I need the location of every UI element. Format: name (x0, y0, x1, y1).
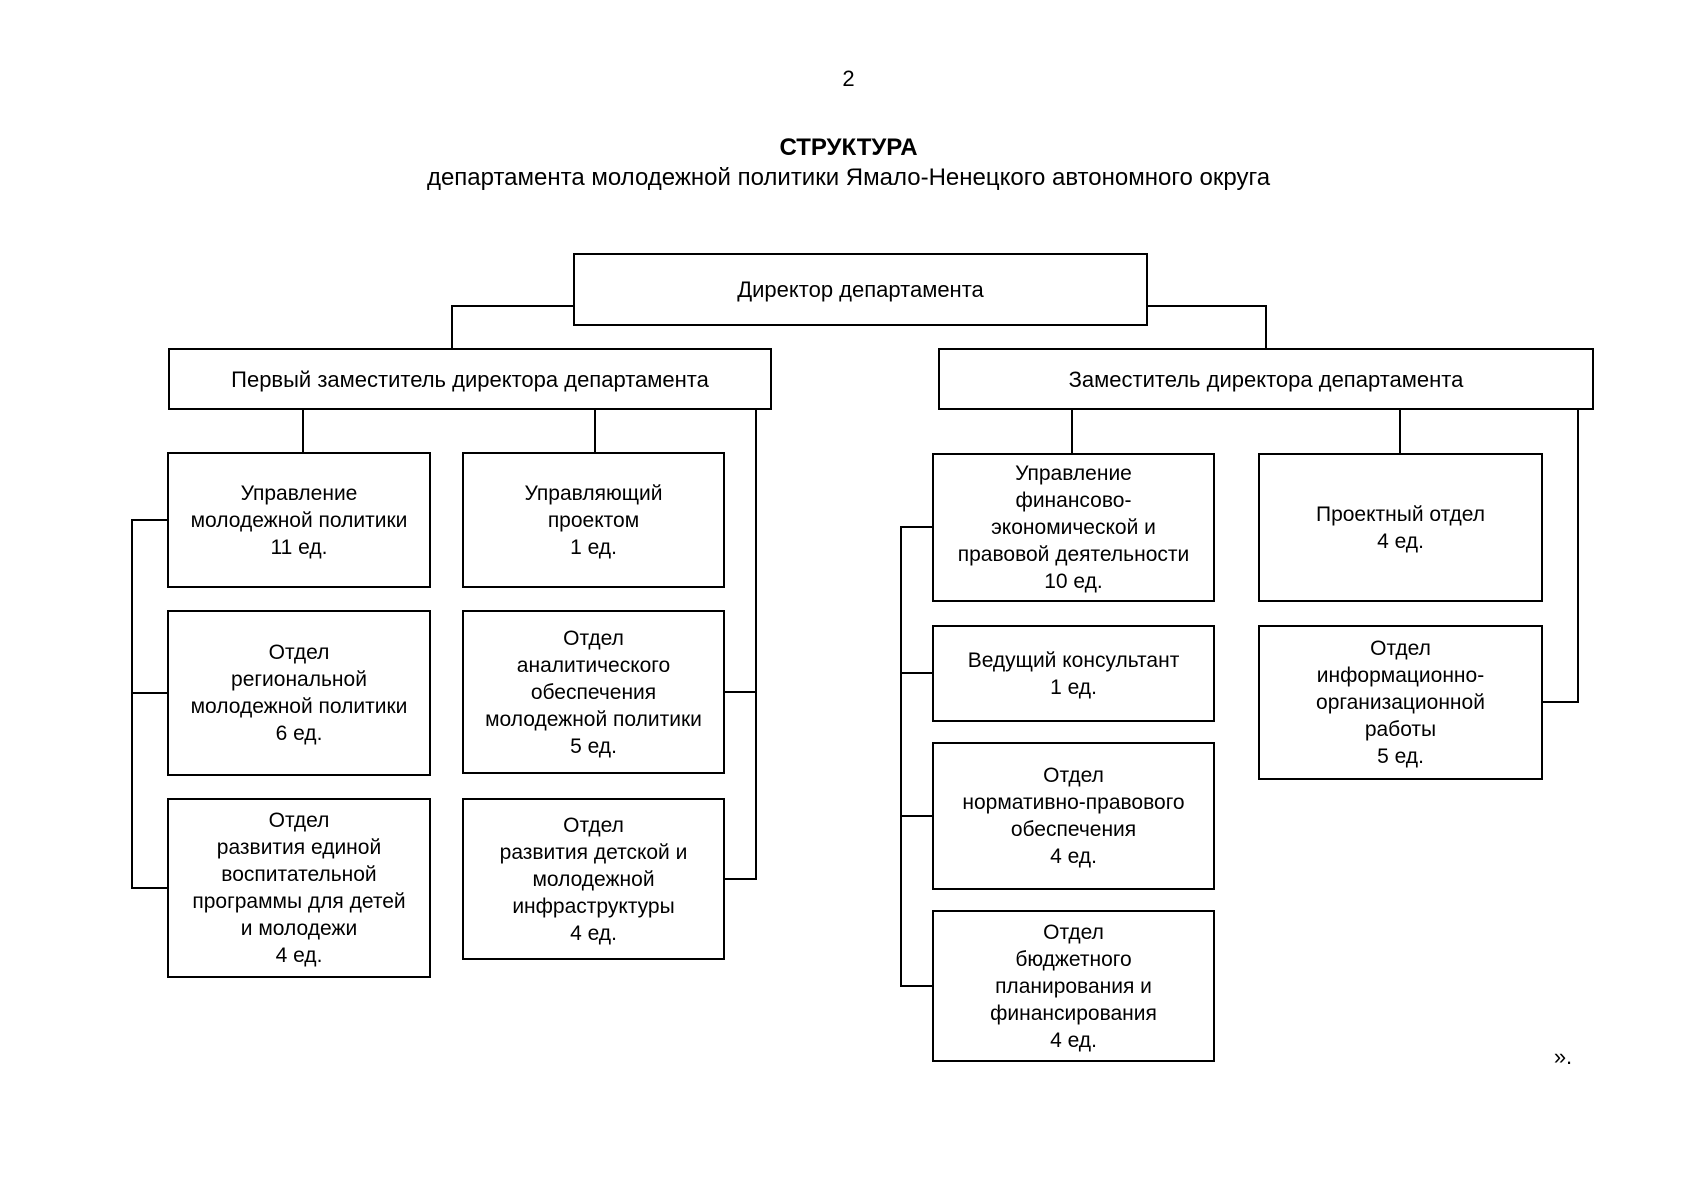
org-box-director: Директор департамента (573, 253, 1148, 326)
chart-subtitle: департамента молодежной политики Ямало-Н… (426, 164, 1271, 191)
org-box-information-organizational: Отдел информационно- организационной раб… (1258, 625, 1543, 780)
org-box-budget-planning-financing: Отдел бюджетного планирования и финансир… (932, 910, 1215, 1062)
org-box-project-manager: Управляющий проектом 1 ед. (462, 452, 725, 588)
chart-title: СТРУКТУРА (779, 134, 918, 161)
org-box-unified-upbringing-program: Отдел развития единой воспитательной про… (167, 798, 431, 978)
org-box-youth-policy-directorate: Управление молодежной политики 11 ед. (167, 452, 431, 588)
org-box-legal-regulatory-support: Отдел нормативно-правового обеспечения 4… (932, 742, 1215, 890)
org-box-finance-economic-legal: Управление финансово- экономической и пр… (932, 453, 1215, 602)
closing-quote-mark: ». (1553, 1044, 1573, 1069)
org-box-regional-youth-policy: Отдел региональной молодежной политики 6… (167, 610, 431, 776)
org-box-analytical-support: Отдел аналитического обеспечения молодеж… (462, 610, 725, 774)
page-number: 2 (842, 66, 855, 91)
org-box-project-department: Проектный отдел 4 ед. (1258, 453, 1543, 602)
org-box-leading-consultant: Ведущий консультант 1 ед. (932, 625, 1215, 722)
org-box-children-youth-infrastructure: Отдел развития детской и молодежной инфр… (462, 798, 725, 960)
org-box-deputy: Заместитель директора департамента (938, 348, 1594, 410)
org-box-first-deputy: Первый заместитель директора департамент… (168, 348, 772, 410)
